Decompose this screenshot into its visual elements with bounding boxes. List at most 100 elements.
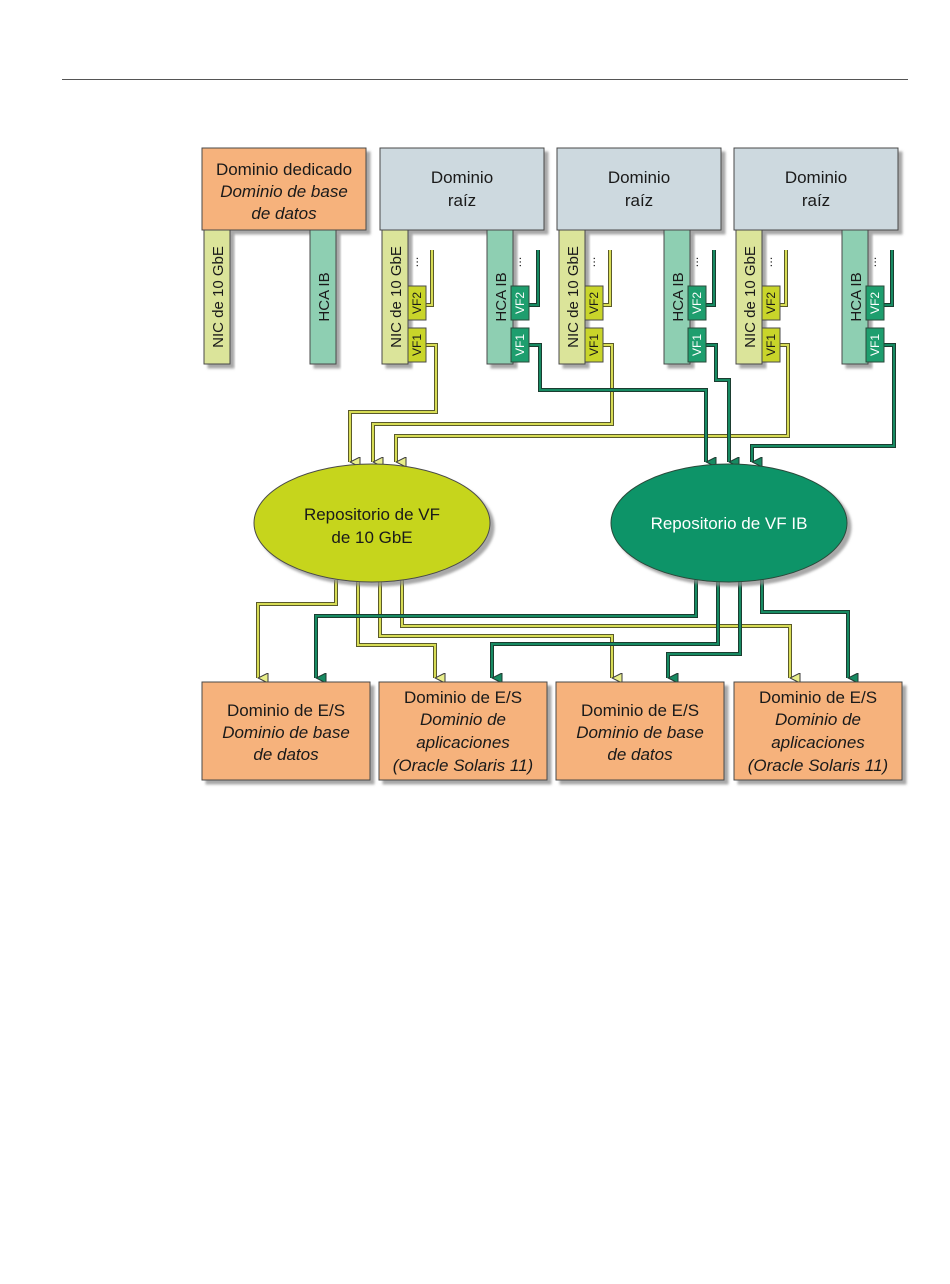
wires-green <box>314 250 896 678</box>
io-domain-os: (Oracle Solaris 11) <box>748 756 888 775</box>
hca-vf-more: ... <box>686 257 701 268</box>
hca-vf1-label: VF1 <box>690 334 704 356</box>
hca-card <box>663 229 691 365</box>
pool-ib-title: Repositorio de VF IB <box>651 514 808 533</box>
io-domain-title: Dominio de E/S <box>581 701 699 720</box>
root-domain-title: Dominio <box>608 168 670 187</box>
root-domain-1: Dominio raíz NIC de 10 GbE VF2 VF1 ... H… <box>379 147 545 365</box>
io-domain-role-1: Dominio de <box>775 710 861 729</box>
hca-vf1 <box>687 327 707 363</box>
pool-ethernet: Repositorio de VF de 10 GbE <box>253 463 491 583</box>
root-domain-2: Dominio raíz NIC de 10 GbE VF2 VF1 ... H… <box>556 147 722 365</box>
nic-vf2-label: VF2 <box>410 292 424 314</box>
dedicated-nic-label: NIC de 10 GbE <box>210 246 227 348</box>
root-domain-3: Dominio raíz NIC de 10 GbE VF2 VF1 ... H… <box>733 147 899 365</box>
nic-vf2-label: VF2 <box>764 292 778 314</box>
wire-root3-hca-vf1 <box>750 343 896 462</box>
wire-eth-to-io3 <box>378 582 614 678</box>
wire-root2-hca-vf1 <box>706 343 731 462</box>
nic-label: NIC de 10 GbE <box>388 246 405 348</box>
hca-vf2-label: VF2 <box>868 292 882 314</box>
nic-vf1-label: VF1 <box>764 334 778 356</box>
root-domain-title: Dominio <box>785 168 847 187</box>
nic-label: NIC de 10 GbE <box>565 246 582 348</box>
root-domain-subtitle: raíz <box>802 191 830 210</box>
wire-ib-to-io3 <box>666 582 742 678</box>
nic-vf1-label: VF1 <box>587 334 601 356</box>
hca-vf2 <box>687 285 707 321</box>
nic-vf2-label: VF2 <box>587 292 601 314</box>
wire-eth-to-io1 <box>256 580 338 678</box>
io-domain-title: Dominio de E/S <box>759 688 877 707</box>
nic-vf-more: ... <box>583 257 598 268</box>
wire-eth-to-io2 <box>356 582 437 678</box>
io-domain-1: Dominio de E/S Dominio de base de datos <box>201 681 371 781</box>
hca-vf1 <box>865 327 885 363</box>
nic-vf-more: ... <box>760 257 775 268</box>
dedicated-domain-box <box>201 147 367 231</box>
io-domain-2: Dominio de E/S Dominio de aplicaciones (… <box>378 681 548 781</box>
hca-vf-more: ... <box>509 257 524 268</box>
io-domain-role-1: Dominio de <box>420 710 506 729</box>
nic-vf1 <box>761 327 781 363</box>
io-domain-3: Dominio de E/S Dominio de base de datos <box>555 681 725 781</box>
hca-vf-more: ... <box>864 257 879 268</box>
hca-vf2-label: VF2 <box>513 292 527 314</box>
io-domain-role-2: aplicaciones <box>416 733 510 752</box>
nic-vf-more: ... <box>406 257 421 268</box>
dedicated-hca-label: HCA IB <box>316 272 333 321</box>
nic-label: NIC de 10 GbE <box>742 246 759 348</box>
hca-label: HCA IB <box>670 272 687 321</box>
hca-vf1-label: VF1 <box>868 334 882 356</box>
io-domain-role-1: Dominio de base <box>576 723 704 742</box>
root-domain-title: Dominio <box>431 168 493 187</box>
wire-ib-to-io2 <box>490 582 720 678</box>
io-domain-role-2: de datos <box>253 745 319 764</box>
root-domain-subtitle: raíz <box>448 191 476 210</box>
pool-ib: Repositorio de VF IB <box>610 463 848 583</box>
wires-yellow <box>256 250 792 678</box>
nic-vf2 <box>761 285 781 321</box>
wire-eth-to-io4 <box>400 580 792 678</box>
hca-vf2 <box>865 285 885 321</box>
pool-ethernet-title: Repositorio de VF <box>304 505 440 524</box>
pool-ib-ellipse <box>610 463 848 583</box>
io-domain-role-1: Dominio de base <box>222 723 350 742</box>
header-rule <box>62 79 908 80</box>
io-domain-os: (Oracle Solaris 11) <box>393 756 533 775</box>
hca-vf1-label: VF1 <box>513 334 527 356</box>
dedicated-hca-card <box>309 229 337 365</box>
io-domain-box <box>555 681 725 781</box>
io-domain-box <box>733 681 903 781</box>
wire-ib-to-io1 <box>314 580 698 678</box>
nic-vf1 <box>584 327 604 363</box>
hca-vf2 <box>510 285 530 321</box>
wire-ib-to-io4 <box>760 580 850 678</box>
root-domain-box <box>556 147 722 231</box>
nic-card <box>558 229 586 365</box>
hca-label: HCA IB <box>493 272 510 321</box>
root-domain-box <box>379 147 545 231</box>
io-domain-box <box>201 681 371 781</box>
nic-vf1-label: VF1 <box>410 334 424 356</box>
nic-vf2 <box>407 285 427 321</box>
pool-ethernet-subtitle: de 10 GbE <box>331 528 412 547</box>
nic-vf2 <box>584 285 604 321</box>
nic-vf1 <box>407 327 427 363</box>
hca-label: HCA IB <box>848 272 865 321</box>
hca-vf1 <box>510 327 530 363</box>
io-domain-title: Dominio de E/S <box>227 701 345 720</box>
io-domain-title: Dominio de E/S <box>404 688 522 707</box>
dedicated-domain-role-1: Dominio de base <box>220 182 348 201</box>
io-domain-role-2: de datos <box>607 745 673 764</box>
hca-vf2-label: VF2 <box>690 292 704 314</box>
io-domain-role-2: aplicaciones <box>771 733 865 752</box>
dedicated-domain-title: Dominio dedicado <box>216 160 352 179</box>
dedicated-domain-role-2: de datos <box>251 204 317 223</box>
dedicated-nic-card <box>203 229 231 365</box>
root-domain-box <box>733 147 899 231</box>
io-domain-4: Dominio de E/S Dominio de aplicaciones (… <box>733 681 903 781</box>
io-domain-box <box>378 681 548 781</box>
pool-ethernet-ellipse <box>253 463 491 583</box>
